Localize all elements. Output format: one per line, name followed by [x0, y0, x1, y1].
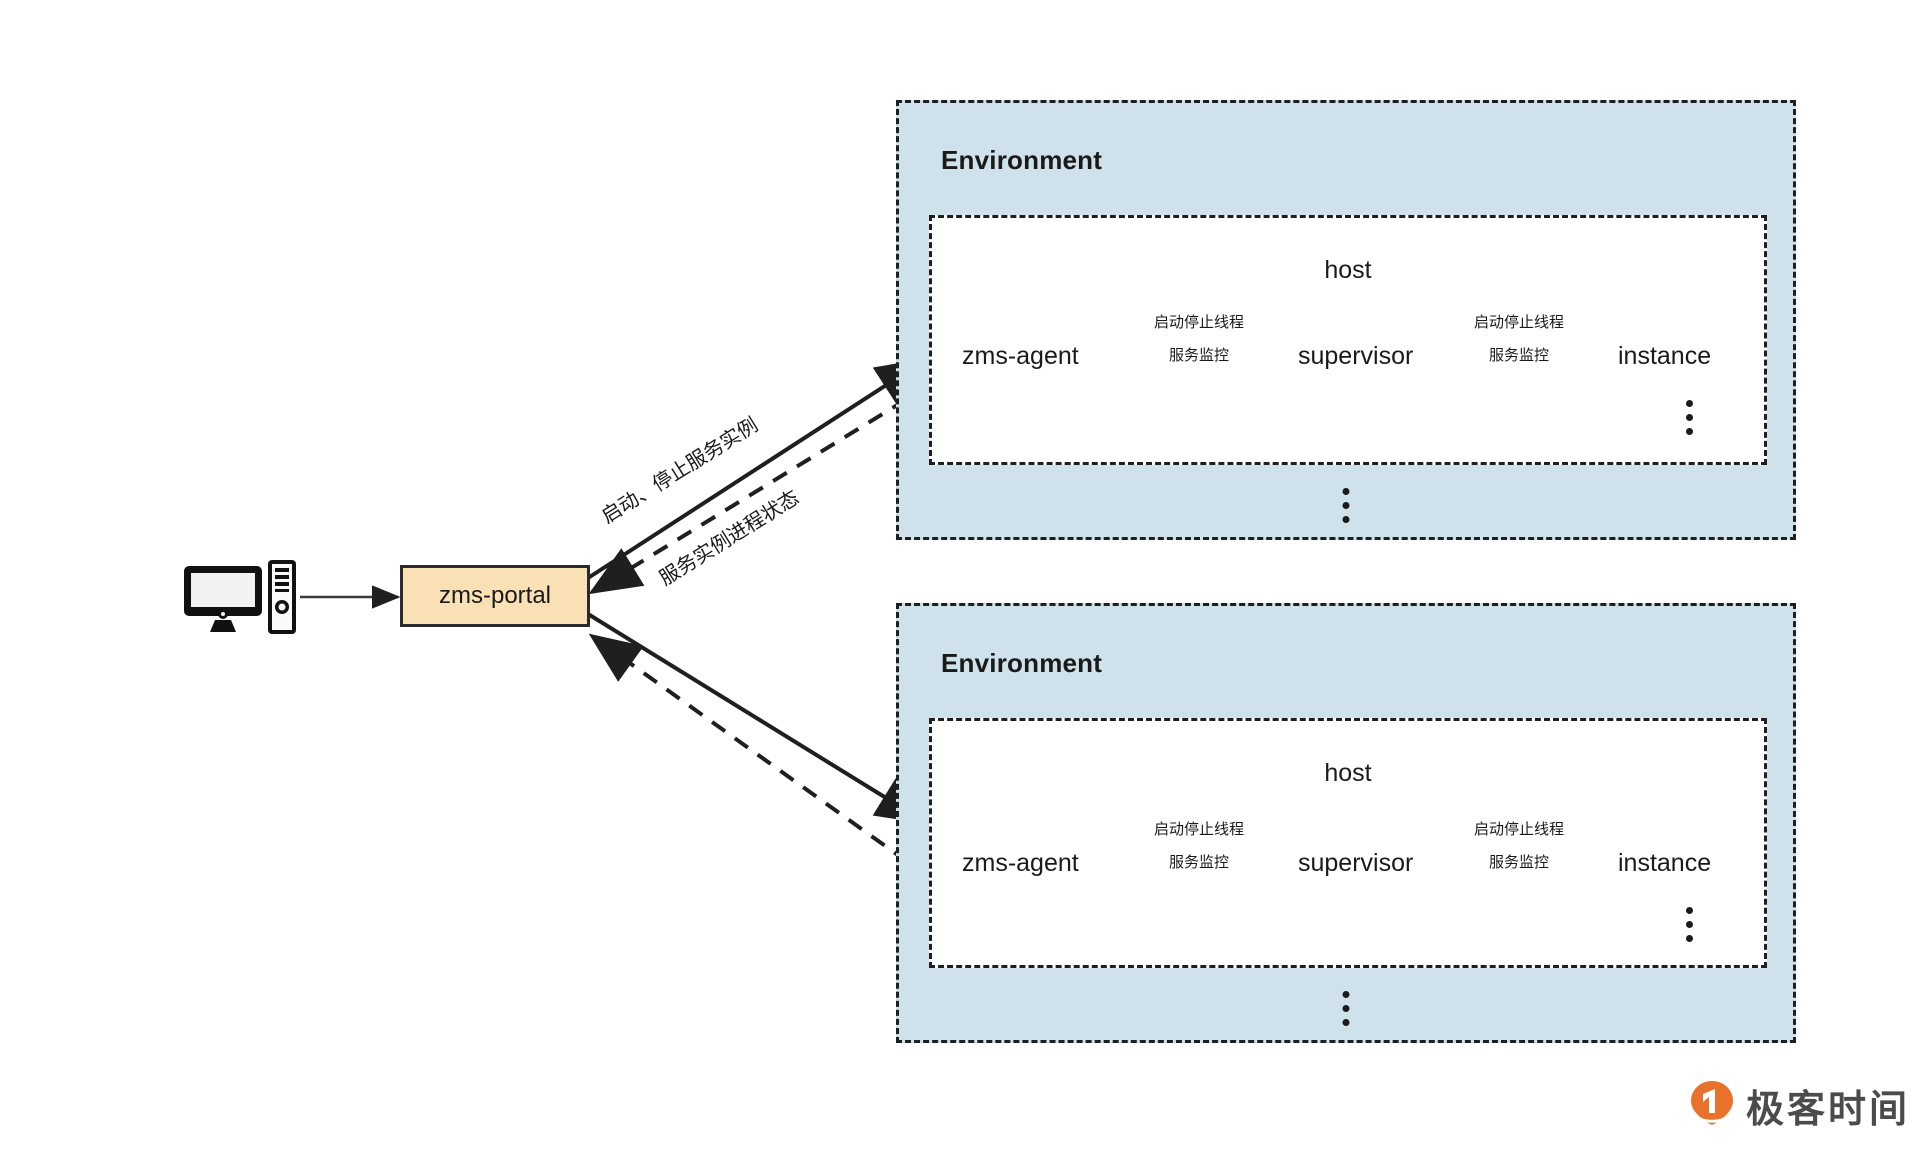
flow-label-start-stop-thread-1: 启动停止线程	[1153, 314, 1245, 331]
portal-link-label-start-stop: 启动、停止服务实例	[597, 414, 763, 529]
wire-env2-to-portal	[588, 633, 932, 880]
more-instances-ellipsis-2	[1686, 907, 1693, 942]
geektime-watermark-text: 极客时间	[1746, 1089, 1911, 1131]
node-supervisor-1[interactable]: supervisor	[1298, 342, 1414, 370]
flow-label-start-stop-thread-2: 启动停止线程	[1153, 821, 1245, 838]
wire-portal-to-env2	[586, 612, 929, 825]
flow-supervisor-instance-1: 启动停止线程 服务监控	[1444, 310, 1594, 374]
more-instances-ellipsis-1	[1686, 400, 1693, 435]
flow-label-service-monitor-1b: 服务监控	[1488, 347, 1550, 364]
node-zms-agent-2[interactable]: zms-agent	[962, 849, 1079, 877]
node-instance-1[interactable]: instance	[1618, 342, 1712, 370]
host-block-2: host	[929, 718, 1767, 968]
environment-block-2: Environment host	[896, 603, 1796, 1043]
environment-block-1: Environment host	[896, 100, 1796, 540]
node-instance-2[interactable]: instance	[1618, 849, 1712, 877]
host-block-1: host	[929, 215, 1767, 465]
zms-portal-label: zms-portal	[438, 582, 552, 609]
flow-label-start-stop-thread-1b: 启动停止线程	[1473, 314, 1565, 331]
node-zms-agent-1[interactable]: zms-agent	[962, 342, 1079, 370]
desktop-computer-icon	[182, 560, 298, 634]
host-label-1: host	[1324, 256, 1372, 284]
host-label-2: host	[1324, 759, 1372, 787]
more-hosts-ellipsis-2	[1342, 991, 1350, 1026]
flow-supervisor-instance-2: 启动停止线程 服务监控	[1444, 817, 1594, 881]
flow-label-service-monitor-1: 服务监控	[1168, 347, 1230, 364]
geektime-watermark: 极客时间	[1690, 1078, 1910, 1133]
more-hosts-ellipsis-1	[1342, 488, 1350, 523]
flow-agent-supervisor-1: 启动停止线程 服务监控	[1124, 310, 1274, 374]
environment-label-2: Environment	[941, 648, 1103, 678]
portal-link-label-process-status: 服务实例进程状态	[655, 486, 804, 591]
flow-agent-supervisor-2: 启动停止线程 服务监控	[1124, 817, 1274, 881]
geektime-pin-logo-icon	[1690, 1080, 1734, 1131]
zms-portal-node[interactable]: zms-portal	[400, 565, 590, 627]
node-supervisor-2[interactable]: supervisor	[1298, 849, 1414, 877]
flow-label-service-monitor-2b: 服务监控	[1488, 854, 1550, 871]
flow-label-start-stop-thread-2b: 启动停止线程	[1473, 821, 1565, 838]
wire-portal-to-env1	[586, 357, 929, 580]
environment-label-1: Environment	[941, 145, 1103, 175]
flow-label-service-monitor-2: 服务监控	[1168, 854, 1230, 871]
